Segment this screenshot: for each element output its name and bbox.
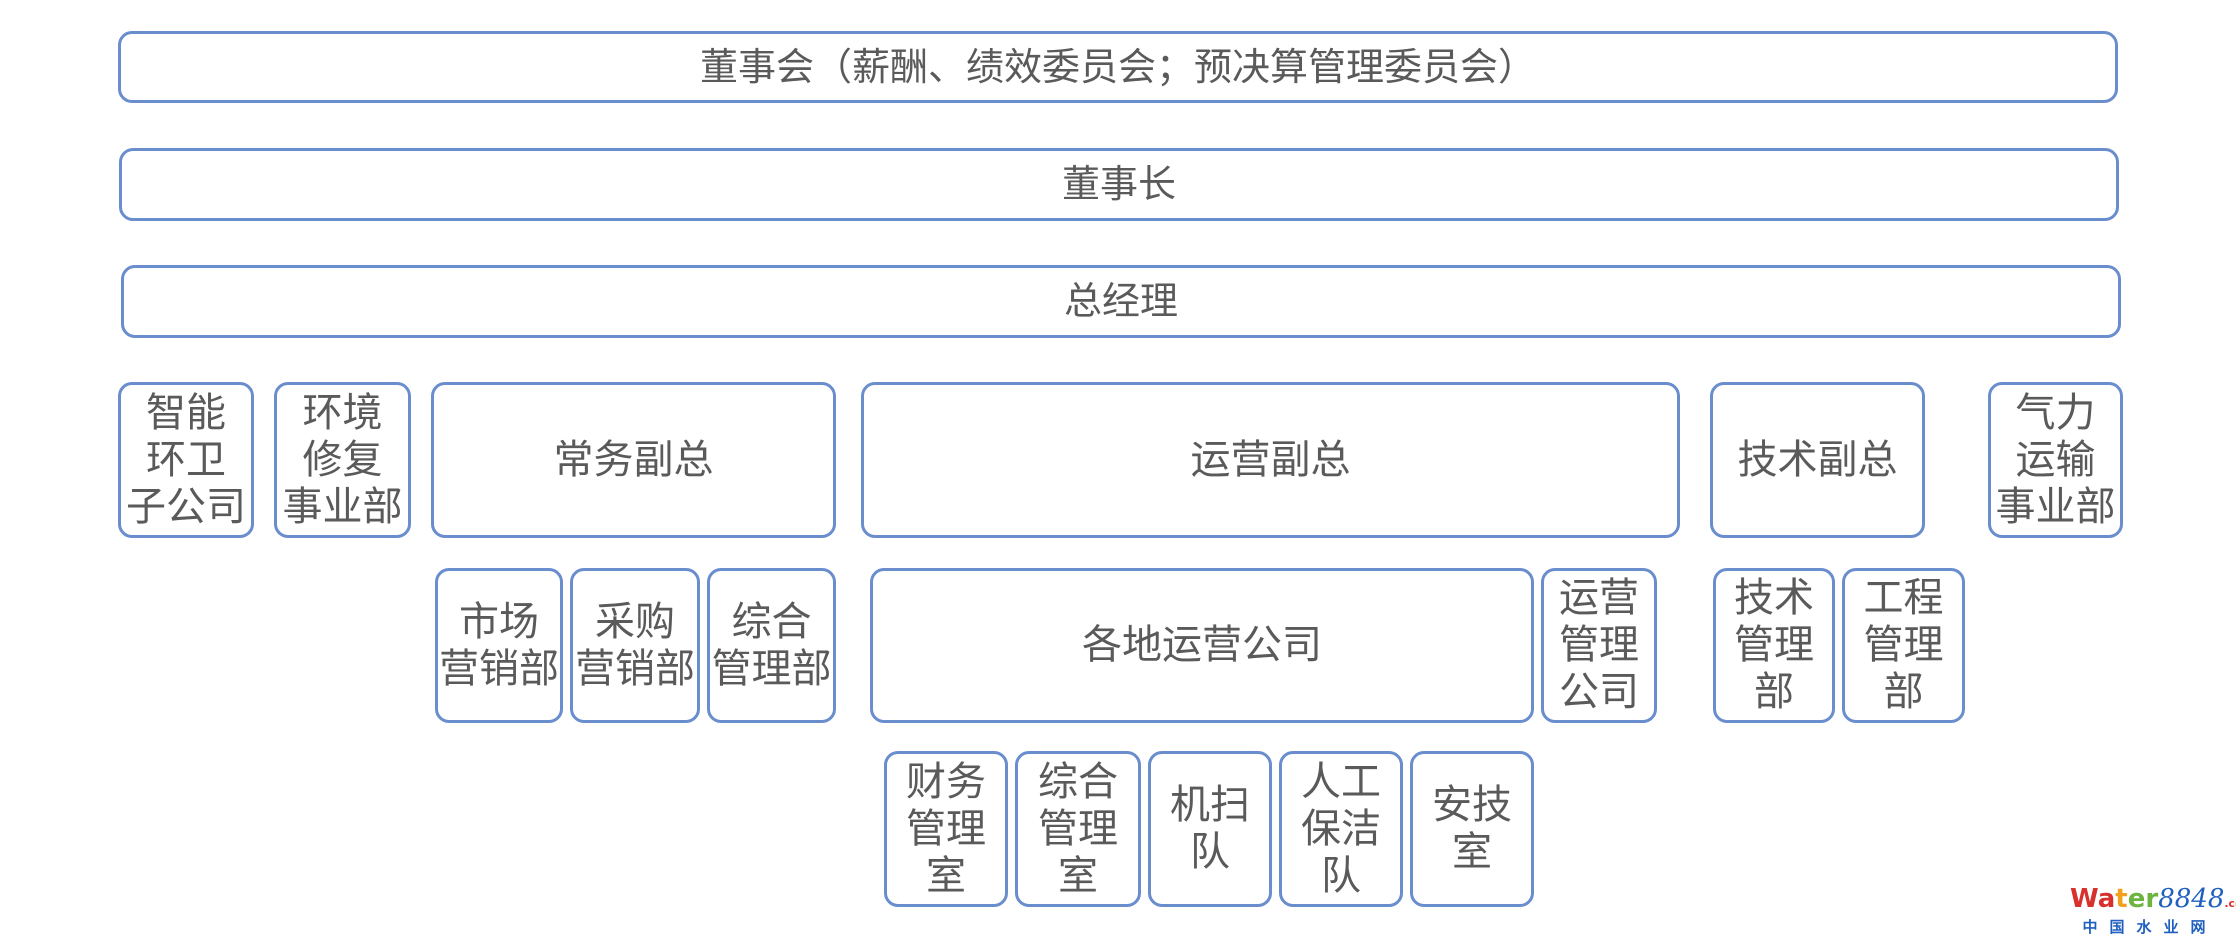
- mechanical-sweeping-team-box: 机扫 队: [1148, 751, 1272, 907]
- watermark-subtitle: 中国水业网: [2082, 918, 2218, 936]
- safety-office-box: 安技 室: [1410, 751, 1534, 907]
- technical-vp-box: 技术副总: [1710, 382, 1925, 538]
- technical-management-dept-box: 技术 管理 部: [1713, 568, 1835, 723]
- manual-cleaning-team-box: 人工 保洁 队: [1279, 751, 1403, 907]
- procurement-dept-box: 采购 营销部: [570, 568, 700, 723]
- marketing-dept-box: 市场 营销部: [435, 568, 563, 723]
- operations-management-company-box: 运营 管理 公司: [1541, 568, 1657, 723]
- general-manager-box: 总经理: [121, 265, 2121, 338]
- watermark-logo: Water8848.com 中国水业网: [2070, 884, 2236, 936]
- regional-operating-companies-box: 各地运营公司: [870, 568, 1534, 723]
- executive-vp-box: 常务副总: [431, 382, 836, 538]
- admin-office-box: 综合 管理 室: [1015, 751, 1141, 907]
- environmental-remediation-division-box: 环境 修复 事业部: [274, 382, 411, 538]
- chairman-box: 董事长: [119, 148, 2119, 221]
- finance-office-box: 财务 管理 室: [884, 751, 1008, 907]
- operations-vp-box: 运营副总: [861, 382, 1680, 538]
- pneumatic-transport-division-box: 气力 运输 事业部: [1988, 382, 2123, 538]
- smart-sanitation-subsidiary-box: 智能 环卫 子公司: [118, 382, 254, 538]
- engineering-management-dept-box: 工程 管理 部: [1842, 568, 1965, 723]
- general-admin-dept-box: 综合 管理部: [707, 568, 836, 723]
- board-box: 董事会（薪酬、绩效委员会；预决算管理委员会）: [118, 31, 2118, 103]
- watermark-logo-text: Water8848.com: [2070, 884, 2236, 914]
